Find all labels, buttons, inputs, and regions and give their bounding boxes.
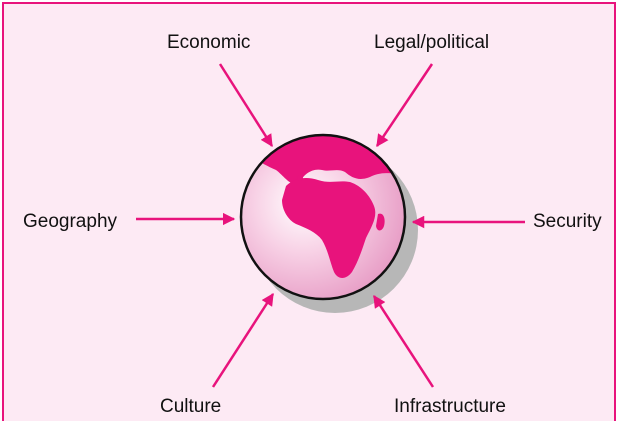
arrow-culture: [211, 292, 275, 388]
label-culture: Culture: [160, 396, 222, 417]
label-economic: Economic: [167, 32, 251, 53]
label-geography: Geography: [23, 211, 118, 232]
label-security: Security: [533, 211, 602, 232]
arrow-economic: [218, 63, 274, 148]
label-infrastructure: Infrastructure: [394, 396, 506, 417]
arrow-infrastructure: [372, 294, 435, 388]
label-legal-political: Legal/political: [374, 32, 490, 53]
globe-icon: [239, 133, 407, 301]
arrow-legal-political: [375, 63, 434, 148]
